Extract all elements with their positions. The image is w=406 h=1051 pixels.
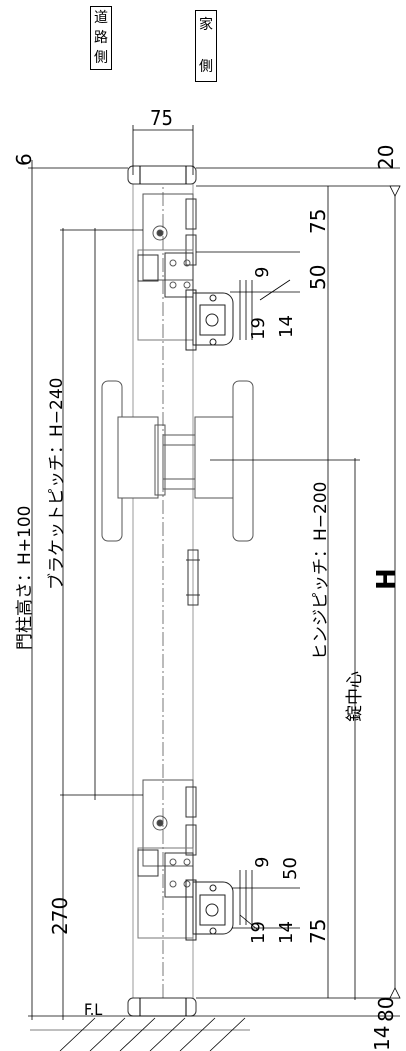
fl-label: F.L (84, 1000, 103, 1019)
upper-bracket (137, 193, 197, 341)
dimension-lines (28, 125, 401, 1020)
center-latch (186, 549, 200, 606)
lower-hinge (185, 879, 234, 941)
dim-270: 270 (48, 896, 72, 935)
hinge-pitch-label: ヒンジピッチ：H−200 (311, 481, 331, 660)
dim-lower-14: 14 (276, 921, 297, 944)
dim-h: H (372, 568, 402, 590)
road-side-char: 路 (94, 30, 108, 46)
house-side-char: 家 (199, 17, 213, 33)
lower-bracket (137, 779, 197, 939)
bracket-pitch-label: ブラケットピッチ：H−240 (47, 377, 67, 590)
dim-width: 75 (150, 106, 173, 130)
lock-handle (101, 380, 254, 542)
dim-bottom-14: 14 (370, 1025, 394, 1051)
road-side-char: 側 (94, 50, 108, 66)
dim-bottom-80: 80 (374, 996, 398, 1022)
dim-upper-50: 50 (306, 264, 330, 290)
upper-hinge (185, 289, 234, 351)
dim-top-20: 20 (374, 144, 398, 170)
dim-upper-14: 14 (276, 315, 297, 338)
ground-hatch (30, 1017, 250, 1051)
house-side-char: 側 (199, 59, 213, 75)
dim-lower-9: 9 (252, 856, 273, 868)
road-side-char: 道 (94, 10, 108, 26)
house-side-label: 家 側 (195, 10, 217, 82)
dim-lower-19: 19 (248, 921, 269, 944)
road-side-label: 道 路 側 (90, 6, 112, 70)
lock-center-label: 錠中心 (345, 671, 365, 722)
post-height-label: 門柱高さ：H+100 (15, 505, 35, 650)
dim-upper-75: 75 (306, 208, 330, 234)
gate-post (127, 165, 197, 1017)
dim-upper-19: 19 (248, 317, 269, 340)
dim-lower-50: 50 (280, 857, 301, 880)
dim-top-gap: 6 (12, 153, 36, 166)
dim-lower-75: 75 (306, 918, 330, 944)
dim-upper-9: 9 (252, 266, 273, 278)
